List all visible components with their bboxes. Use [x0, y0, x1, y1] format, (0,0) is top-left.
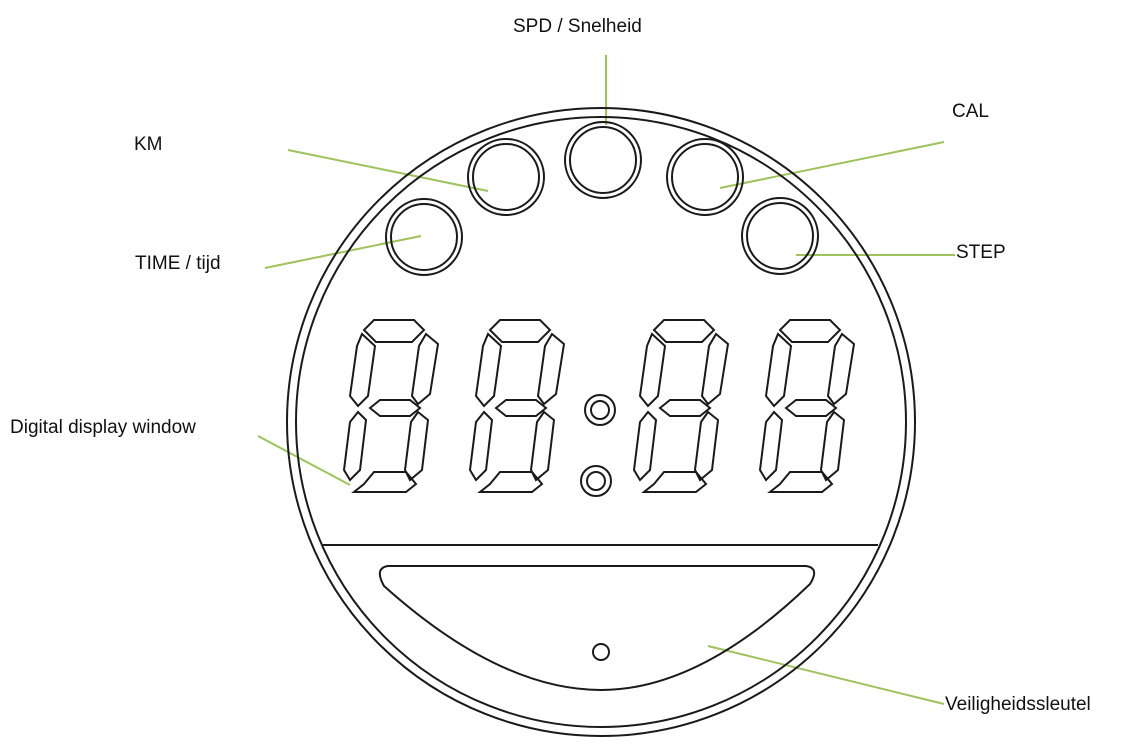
indicator-cal	[666, 138, 744, 216]
indicator-spd	[564, 121, 642, 199]
key-hole-icon	[592, 643, 610, 661]
colon-dots-icon	[580, 394, 616, 497]
label-spd: SPD / Snelheid	[513, 16, 642, 37]
label-cal: CAL	[952, 101, 989, 122]
leader-lines	[257, 55, 955, 705]
digit-4	[759, 319, 855, 493]
key-slot	[378, 565, 816, 692]
label-step: STEP	[956, 242, 1006, 263]
leader-km	[287, 149, 489, 192]
leader-key	[707, 645, 945, 705]
leader-time	[264, 235, 422, 269]
indicator-km	[467, 138, 545, 216]
outer-ring	[286, 107, 916, 737]
digit-3	[633, 319, 729, 493]
label-key: Veiligheidssleutel	[945, 694, 1091, 715]
leader-display	[257, 435, 351, 486]
indicator-step	[741, 197, 819, 275]
leader-cal	[719, 141, 945, 189]
indicator-time	[385, 198, 463, 276]
label-display: Digital display window	[10, 417, 196, 438]
console-body	[286, 107, 916, 737]
label-km: KM	[134, 134, 163, 155]
digit-2	[469, 319, 565, 493]
digit-1	[343, 319, 439, 493]
label-time: TIME / tijd	[135, 253, 221, 274]
inner-ring	[295, 116, 907, 728]
